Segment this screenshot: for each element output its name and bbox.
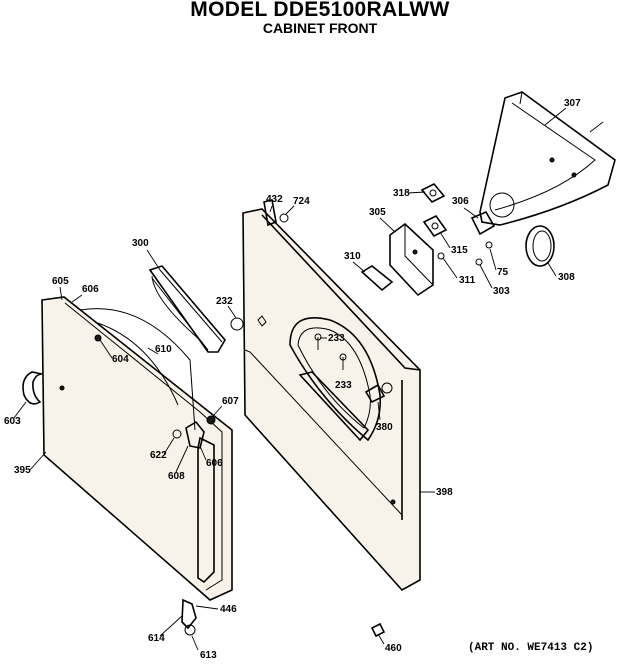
part-318	[420, 183, 446, 203]
art-number: (ART NO. WE7413 C2)	[468, 642, 594, 654]
callout-label: 303	[493, 286, 510, 297]
callout-label: 380	[376, 422, 393, 433]
callout-label: 622	[150, 450, 167, 461]
part-303-screw	[475, 258, 483, 266]
callout-label: 308	[558, 272, 575, 283]
leader-lines	[13, 107, 604, 651]
callout-label: 603	[4, 416, 21, 427]
callout-label-233-lower: 233	[335, 380, 352, 391]
callout-labels: 300 305 310 311 303 307 306 75 308 318 3…	[4, 98, 581, 661]
callout-label: 432	[266, 194, 283, 205]
top-fasteners	[263, 199, 289, 227]
callout-label: 311	[459, 275, 476, 286]
seal-308	[525, 225, 555, 267]
callout-label: 446	[220, 604, 237, 615]
callout-label: 606	[82, 284, 99, 295]
cabinet-front-panel	[242, 208, 421, 592]
callout-label: 232	[216, 296, 233, 307]
callout-label: 608	[168, 471, 185, 482]
part-310	[360, 265, 394, 292]
door-panel	[41, 296, 233, 601]
callout-label: 300	[132, 238, 149, 249]
screw-460	[370, 622, 386, 638]
grommet-232	[230, 317, 244, 331]
callout-label: 307	[564, 98, 581, 109]
callout-label: 606	[206, 458, 223, 469]
callout-label: 233	[328, 333, 345, 344]
callout-label: 610	[155, 344, 172, 355]
callout-label: 607	[222, 396, 239, 407]
part-311	[437, 252, 445, 260]
model-title: MODEL DDE5100RALWW	[190, 0, 450, 21]
callout-label: 724	[293, 196, 310, 207]
section-subtitle: CABINET FRONT	[262, 20, 378, 36]
door-handle-part	[22, 371, 43, 405]
part-306	[470, 210, 496, 249]
callout-label: 614	[148, 633, 165, 644]
door-hinge-parts	[172, 415, 216, 636]
callout-label: 605	[52, 276, 69, 287]
part-315	[422, 214, 448, 238]
filter-housing-part	[148, 265, 226, 353]
bracket-305	[389, 222, 434, 297]
callout-label: 75	[497, 267, 509, 278]
callout-label: 305	[369, 207, 386, 218]
callout-label: 398	[436, 487, 453, 498]
callout-label: 315	[451, 245, 468, 256]
callout-label: 318	[393, 188, 410, 199]
callout-label: 460	[385, 643, 402, 654]
callout-label: 310	[344, 251, 361, 262]
callout-label: 604	[112, 354, 129, 365]
callout-label: 395	[14, 465, 31, 476]
callout-label: 613	[200, 650, 217, 661]
callout-label: 306	[452, 196, 469, 207]
switch-parts	[314, 333, 393, 404]
duct-307	[479, 91, 616, 226]
